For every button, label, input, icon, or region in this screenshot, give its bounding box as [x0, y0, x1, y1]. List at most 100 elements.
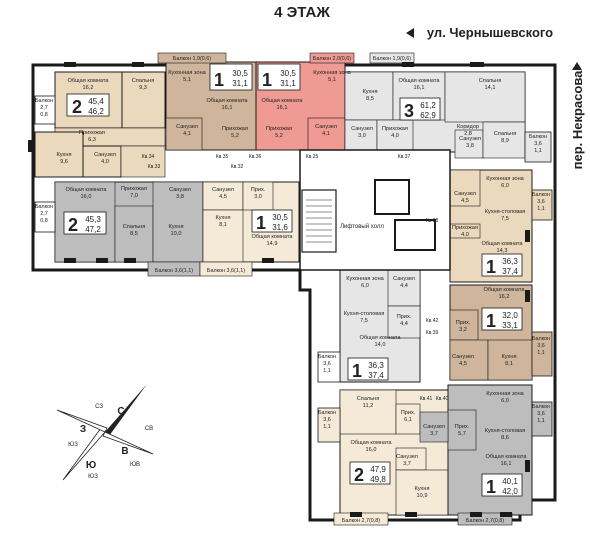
room-area: 3,0	[358, 133, 366, 139]
room-area: 16,2	[83, 85, 94, 91]
svg-text:45,3: 45,3	[85, 215, 101, 224]
apartment-number: Кв.32	[231, 164, 244, 170]
room-area: 3,2	[459, 327, 467, 333]
svg-text:61,2: 61,2	[420, 101, 436, 110]
room-area: 3,8	[176, 194, 184, 200]
apartment-a8	[449, 284, 553, 381]
svg-text:36,3: 36,3	[502, 257, 518, 266]
lift-hall-label: Лифтовый холл	[340, 223, 384, 230]
room-name: Кухонная зона	[346, 276, 384, 282]
room-name: Санузел	[169, 187, 191, 193]
svg-text:49,8: 49,8	[370, 475, 386, 484]
room-area: 11,2	[363, 403, 373, 409]
apartment-a4	[344, 52, 552, 163]
room-name: Кухня-столовая	[485, 428, 526, 434]
room-name: Прихожая	[121, 186, 147, 192]
apt-summary-a11: 1 40,1 42,0	[481, 473, 523, 497]
balcony-label: 1,1	[537, 206, 545, 212]
room-area: 5,2	[231, 133, 239, 139]
room-area: 3,8	[466, 143, 474, 149]
balcony-label: Балкон 2,7(0,8)	[466, 518, 504, 524]
svg-text:31,1: 31,1	[232, 79, 248, 88]
room-name: Прих.	[251, 187, 266, 193]
svg-text:36,3: 36,3	[368, 361, 384, 370]
room-area: 7,5	[360, 318, 368, 324]
balcony-label: Балкон 2,0(0,6)	[313, 56, 351, 62]
room-area: 4,0	[101, 159, 109, 165]
balcony-label: Балкон 3,6(1,1)	[155, 268, 193, 274]
balcony-label: 1,1	[323, 368, 331, 374]
apartment-number: Кв.42	[426, 318, 439, 324]
svg-text:31,6: 31,6	[272, 223, 288, 232]
svg-text:СВ: СВ	[145, 426, 153, 432]
room-area: 4,5	[459, 361, 467, 367]
room-name: Санузел	[393, 276, 415, 282]
svg-text:1: 1	[486, 477, 496, 497]
room-name: Прих.	[455, 424, 470, 430]
room-area: 8,5	[366, 96, 374, 102]
room-area: 16,1	[501, 461, 512, 467]
room-name: Санузел	[452, 354, 474, 360]
room-name: Спальня	[494, 131, 516, 137]
svg-text:1: 1	[352, 361, 362, 381]
svg-text:40,1: 40,1	[502, 477, 518, 486]
room-name: Санузел	[94, 152, 116, 158]
room-name: Спальня	[132, 78, 154, 84]
room-area: 2,8	[464, 131, 472, 137]
room-name: Спальня	[479, 78, 501, 84]
street-top: ул. Чернышевского	[427, 25, 553, 40]
room-area: 6,0	[501, 183, 509, 189]
compass-icon: С СЗ СВ В ЮВ Ю ЮЗ З ЮЗ	[56, 384, 153, 481]
balcony-label: Балкон	[35, 98, 53, 104]
svg-text:37,4: 37,4	[502, 267, 518, 276]
lift-core: Лифтовый холл	[299, 149, 451, 271]
apt-summary-a7: 1 36,3 37,4	[481, 253, 523, 277]
svg-text:1: 1	[486, 257, 496, 277]
room-name: Общая комната	[350, 440, 392, 446]
room-name: Санузел	[396, 454, 418, 460]
room-area: 14,9	[267, 241, 278, 247]
balcony-label: Балкон	[532, 404, 550, 410]
room-name: Кухня	[502, 354, 517, 360]
room-area: 5,2	[275, 133, 283, 139]
room-area: 8,9	[501, 138, 509, 144]
balcony-label: Балкон 1,9(0,6)	[373, 56, 411, 62]
room-area: 6,0	[361, 283, 369, 289]
street-right: пер. Некрасова	[570, 70, 585, 170]
room-name: Спальня	[357, 396, 379, 402]
room-name: Санузел	[351, 126, 373, 132]
room-area: 4,4	[400, 283, 408, 289]
room-area: 8,6	[501, 435, 509, 441]
balcony-label: 3,6	[537, 411, 545, 417]
room-area: 16,1	[277, 105, 288, 111]
room-area: 14,0	[375, 342, 386, 348]
room-name: Санузел	[459, 136, 481, 142]
apartment-number: Кв.36	[249, 154, 262, 160]
room-name: Прихожая	[222, 126, 248, 132]
room-name: Общая комната	[251, 234, 293, 240]
room-name: Кухонная зона	[486, 391, 524, 397]
svg-text:1: 1	[214, 70, 224, 90]
apartment-number: Кв.34	[142, 154, 155, 160]
apt-summary-a6: 1 30,5 31,6	[251, 209, 293, 233]
svg-text:Ю: Ю	[86, 460, 96, 471]
room-name: Общая комната	[206, 98, 248, 104]
room-name: Кухня	[216, 215, 231, 221]
room-name: Прих.	[456, 320, 471, 326]
apartment-a1	[34, 71, 166, 178]
room-area: 8,1	[219, 222, 227, 228]
room-area: 5,1	[328, 77, 336, 83]
svg-text:47,2: 47,2	[85, 225, 101, 234]
apartment-a10	[317, 389, 449, 526]
apt-summary-a2: 1 30,5 31,1	[209, 63, 253, 91]
room-area: 3,7	[403, 461, 411, 467]
apartment-number: Кв.33	[148, 164, 161, 170]
svg-text:З: З	[80, 424, 86, 435]
svg-text:42,0: 42,0	[502, 487, 518, 496]
room-name: Прихожая	[266, 126, 292, 132]
room-name: Коридор	[457, 124, 479, 130]
room-area: 4,0	[461, 232, 469, 238]
